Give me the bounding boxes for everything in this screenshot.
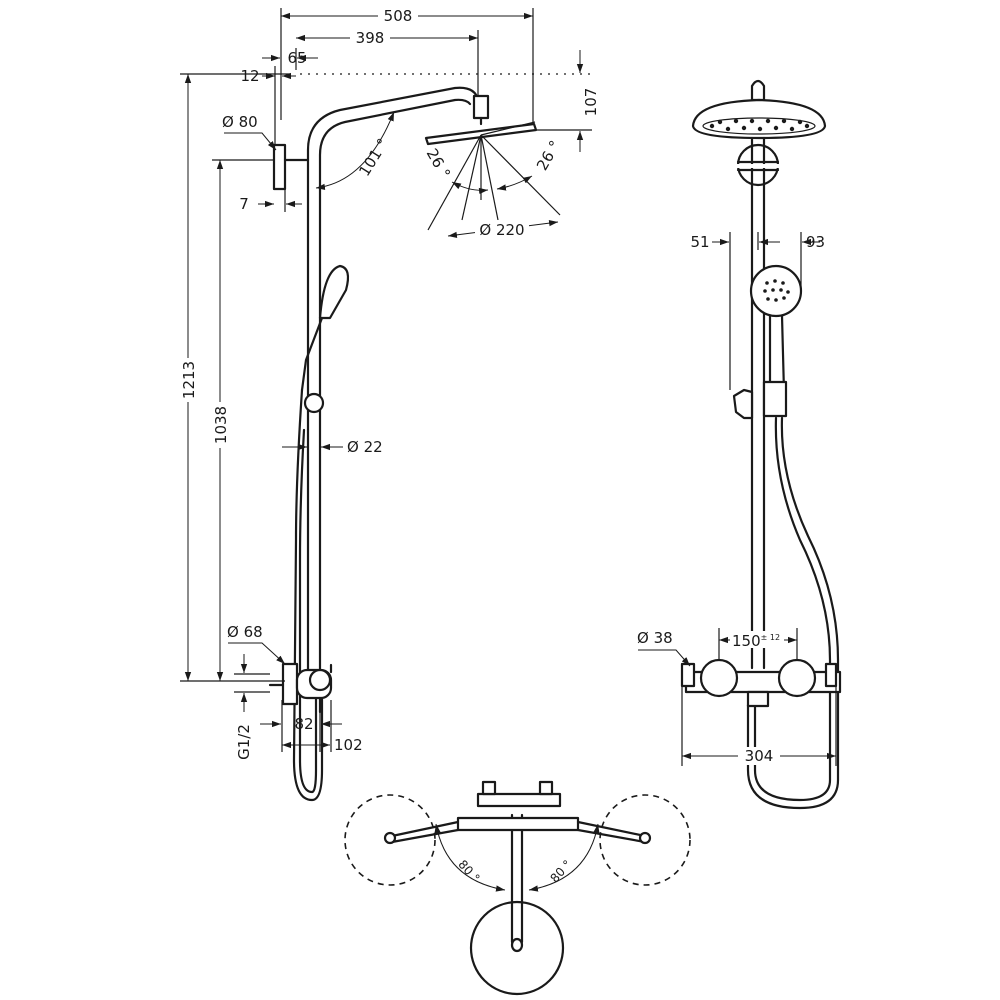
slider-clamp-front <box>762 380 788 418</box>
head-top-cap <box>750 79 766 102</box>
dim-label-93: 93 <box>806 233 825 251</box>
dim-label-68: Ø 68 <box>227 623 263 641</box>
upper-wall-bracket <box>272 143 287 191</box>
tilt-axis-line <box>480 134 561 216</box>
hand-shower-handle <box>300 316 324 392</box>
mixer-body-top <box>476 792 562 808</box>
tilt-arc-right <box>496 175 533 191</box>
dim-label-82: 82 <box>294 715 313 733</box>
dim-label-220: Ø 220 <box>479 221 524 239</box>
tilt-axis-line <box>480 121 536 136</box>
mixer-knob-right-top <box>538 780 554 796</box>
shower-hose-outer <box>292 388 324 802</box>
dim-label-304: 304 <box>745 747 774 765</box>
dim-label-150-value: 150 <box>732 632 761 650</box>
slider-front <box>732 388 754 420</box>
head-nozzles <box>709 118 810 132</box>
slider-knob <box>303 392 325 414</box>
tilt-axis-line <box>480 134 499 221</box>
dim-label-1038: 1038 <box>212 406 230 444</box>
mixer-spout-front <box>746 690 770 708</box>
swivel-arm-left <box>390 820 460 844</box>
overhead-shower-front <box>691 98 827 140</box>
hose-front-inner <box>746 416 840 810</box>
rotation-label-right: 80 ° <box>547 857 574 885</box>
hand-shower-handle-front <box>768 314 786 394</box>
dim-label-102: 102 <box>334 736 363 754</box>
hand-shower-front <box>749 264 803 318</box>
dim-label-12: 12 <box>240 67 259 85</box>
leader-line-38 <box>638 649 691 667</box>
dim-label-150-tolerance: ± 12 <box>761 633 780 642</box>
riser-pipe-inner <box>318 98 472 682</box>
dim-label-51: 51 <box>690 233 709 251</box>
mixer-handle-left <box>699 658 739 698</box>
shower-hose-inner <box>298 428 318 794</box>
handshower-reach-circle <box>469 900 565 996</box>
leader-line-80 <box>224 132 277 151</box>
dim-label-107: 107 <box>582 88 600 117</box>
hand-shower-side <box>318 264 350 320</box>
tilt-axis-line <box>461 134 482 221</box>
dim-label-7: 7 <box>239 195 249 213</box>
dim-label-65: 65 <box>287 49 306 67</box>
mixer-spout-top <box>456 816 580 832</box>
angle-label-101: 101 ° <box>355 135 392 179</box>
dim-label-398: 398 <box>356 29 385 47</box>
leader-line-68 <box>228 642 286 665</box>
arm-end-left <box>383 831 397 845</box>
side-view: 508 398 65 12 107 Ø 80 7 101 ° <box>180 6 600 802</box>
riser-pipe-outer <box>306 86 480 682</box>
tilt-arc-left <box>451 181 489 195</box>
top-arm-tip <box>510 937 524 953</box>
head-connector <box>472 94 490 120</box>
mixer-handle-right <box>777 658 817 698</box>
wall-rosette <box>281 662 299 706</box>
rotation-circle-right <box>599 794 691 886</box>
mixer-knob-left-top <box>481 780 497 796</box>
angle-label-26-left: 26 ° <box>423 145 454 181</box>
arm-end-right <box>638 831 652 845</box>
rotation-label-left: 80 ° <box>455 857 482 885</box>
angle-label-26-right: 26 ° <box>533 137 564 173</box>
swivel-arm-right <box>576 820 647 844</box>
rotation-arc-left <box>434 823 506 892</box>
dim-label-22: Ø 22 <box>347 438 383 456</box>
dim-label-508: 508 <box>384 7 413 25</box>
rotation-arc-right <box>528 823 600 892</box>
mixer-end-left <box>680 662 696 688</box>
dim-label-disc-80: Ø 80 <box>222 113 258 131</box>
dim-label-38: Ø 38 <box>637 629 673 647</box>
dim-label-1213: 1213 <box>180 361 198 399</box>
dim-label-150: 150± 12 <box>732 632 780 650</box>
hose-front-outer <box>753 416 832 802</box>
front-view: 51 93 Ø 38 150± 12 304 <box>637 79 842 810</box>
top-view: 80 ° 80 ° <box>344 780 691 996</box>
angle-arc-101 <box>315 111 395 191</box>
mixer-handle-side <box>308 668 332 692</box>
head-nozzle-ring <box>702 117 816 135</box>
dim-label-g12: G1/2 <box>235 724 253 760</box>
hand-shower-nozzles <box>763 279 790 302</box>
mixer-end-right <box>824 662 838 688</box>
